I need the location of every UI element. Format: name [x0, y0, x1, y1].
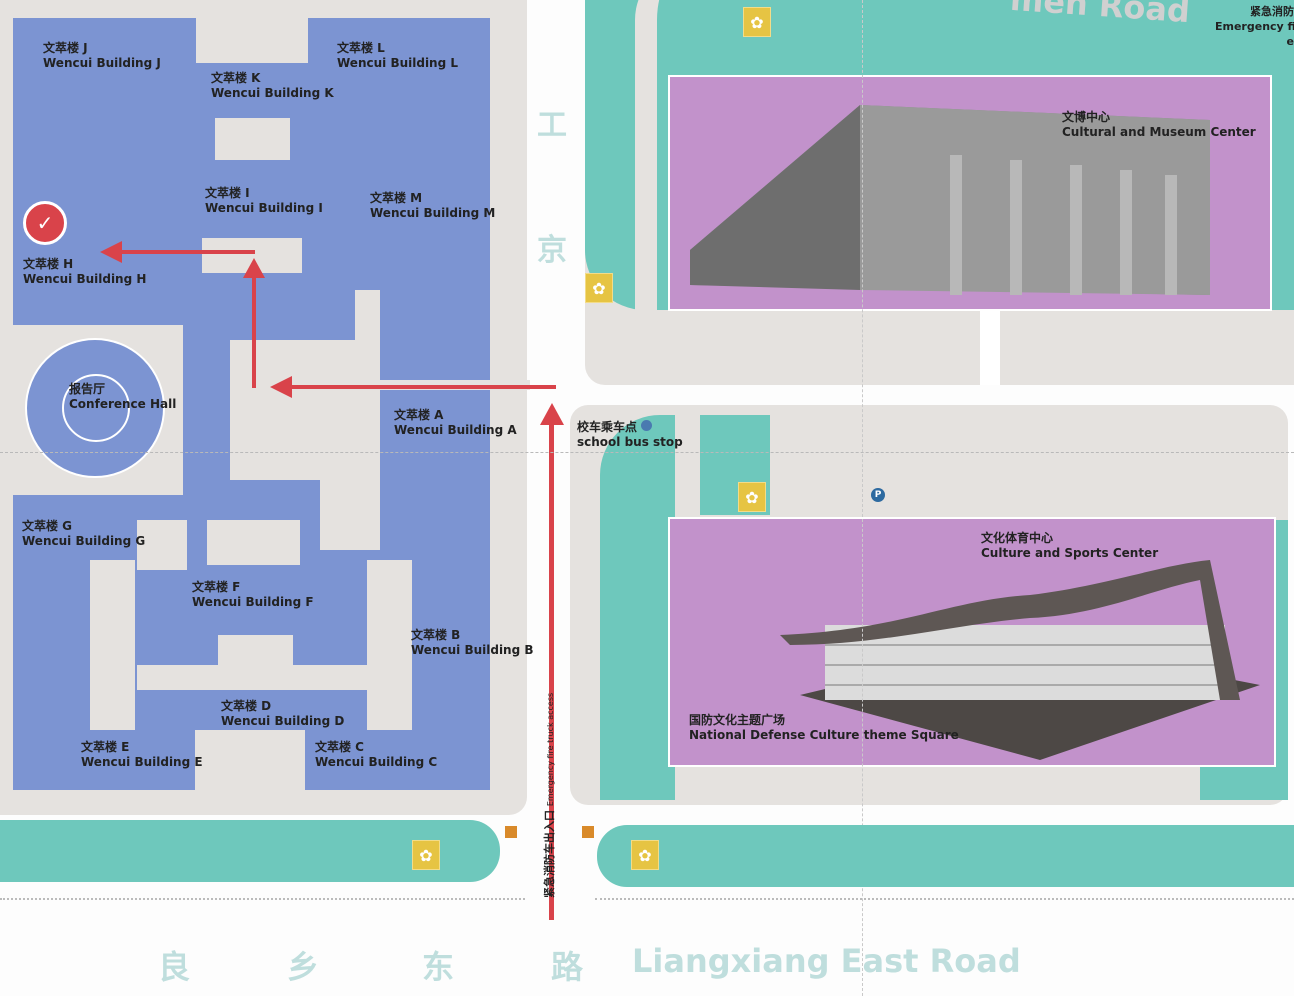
path [980, 310, 1000, 385]
road-char: 良 [158, 948, 191, 986]
label-bus-stop[interactable]: 校车乘车点 school bus stop [577, 420, 683, 449]
route-arrowhead-up [540, 403, 564, 425]
road-char: 东 [422, 948, 455, 986]
garden-icon: ✿ [738, 482, 766, 512]
courtyard [196, 18, 308, 63]
gate-marker [505, 826, 517, 838]
route-arrowhead-left [270, 376, 292, 398]
route-segment [290, 385, 556, 389]
conference-hall-core [62, 374, 130, 442]
garden-icon: ✿ [631, 840, 659, 870]
courtyard [90, 560, 135, 730]
green-area [600, 415, 675, 800]
sports-building-illustration [780, 560, 1260, 760]
courtyard [367, 560, 412, 730]
garden-icon: ✿ [585, 273, 613, 303]
route-arrowhead-left [100, 241, 122, 263]
curved-path [635, 0, 755, 380]
road-char: 乡 [287, 948, 320, 986]
bus-icon [641, 420, 653, 431]
museum-building-illustration [690, 105, 1210, 295]
courtyard [207, 520, 300, 565]
grid-line [862, 0, 863, 996]
emergency-access-label: 紧急消防车出入口 Emergency fire truck access [543, 692, 556, 898]
courtyard [215, 118, 290, 160]
courtyard [355, 290, 380, 360]
gate-marker [582, 826, 594, 838]
destination-check-icon[interactable]: ✓ [23, 201, 67, 245]
courtyard [320, 480, 380, 550]
road-edge [595, 898, 1294, 900]
courtyard [137, 520, 187, 570]
road-char: 京 [537, 233, 567, 268]
route-arrowhead-up [243, 258, 265, 278]
road-edge [0, 898, 525, 900]
garden-icon: ✿ [412, 840, 440, 870]
green-strip [597, 825, 1294, 887]
garden-icon: ✿ [743, 7, 771, 37]
grid-line [0, 452, 1294, 453]
road-char: 路 [551, 948, 584, 986]
courtyard [195, 730, 305, 790]
road-char: 工 [537, 108, 567, 143]
route-segment [549, 420, 554, 920]
road-name-bottom: Liangxiang East Road [632, 942, 1021, 980]
courtyard [137, 665, 367, 690]
parking-icon[interactable]: P [871, 488, 885, 502]
route-segment [120, 250, 255, 254]
route-segment [252, 275, 256, 388]
